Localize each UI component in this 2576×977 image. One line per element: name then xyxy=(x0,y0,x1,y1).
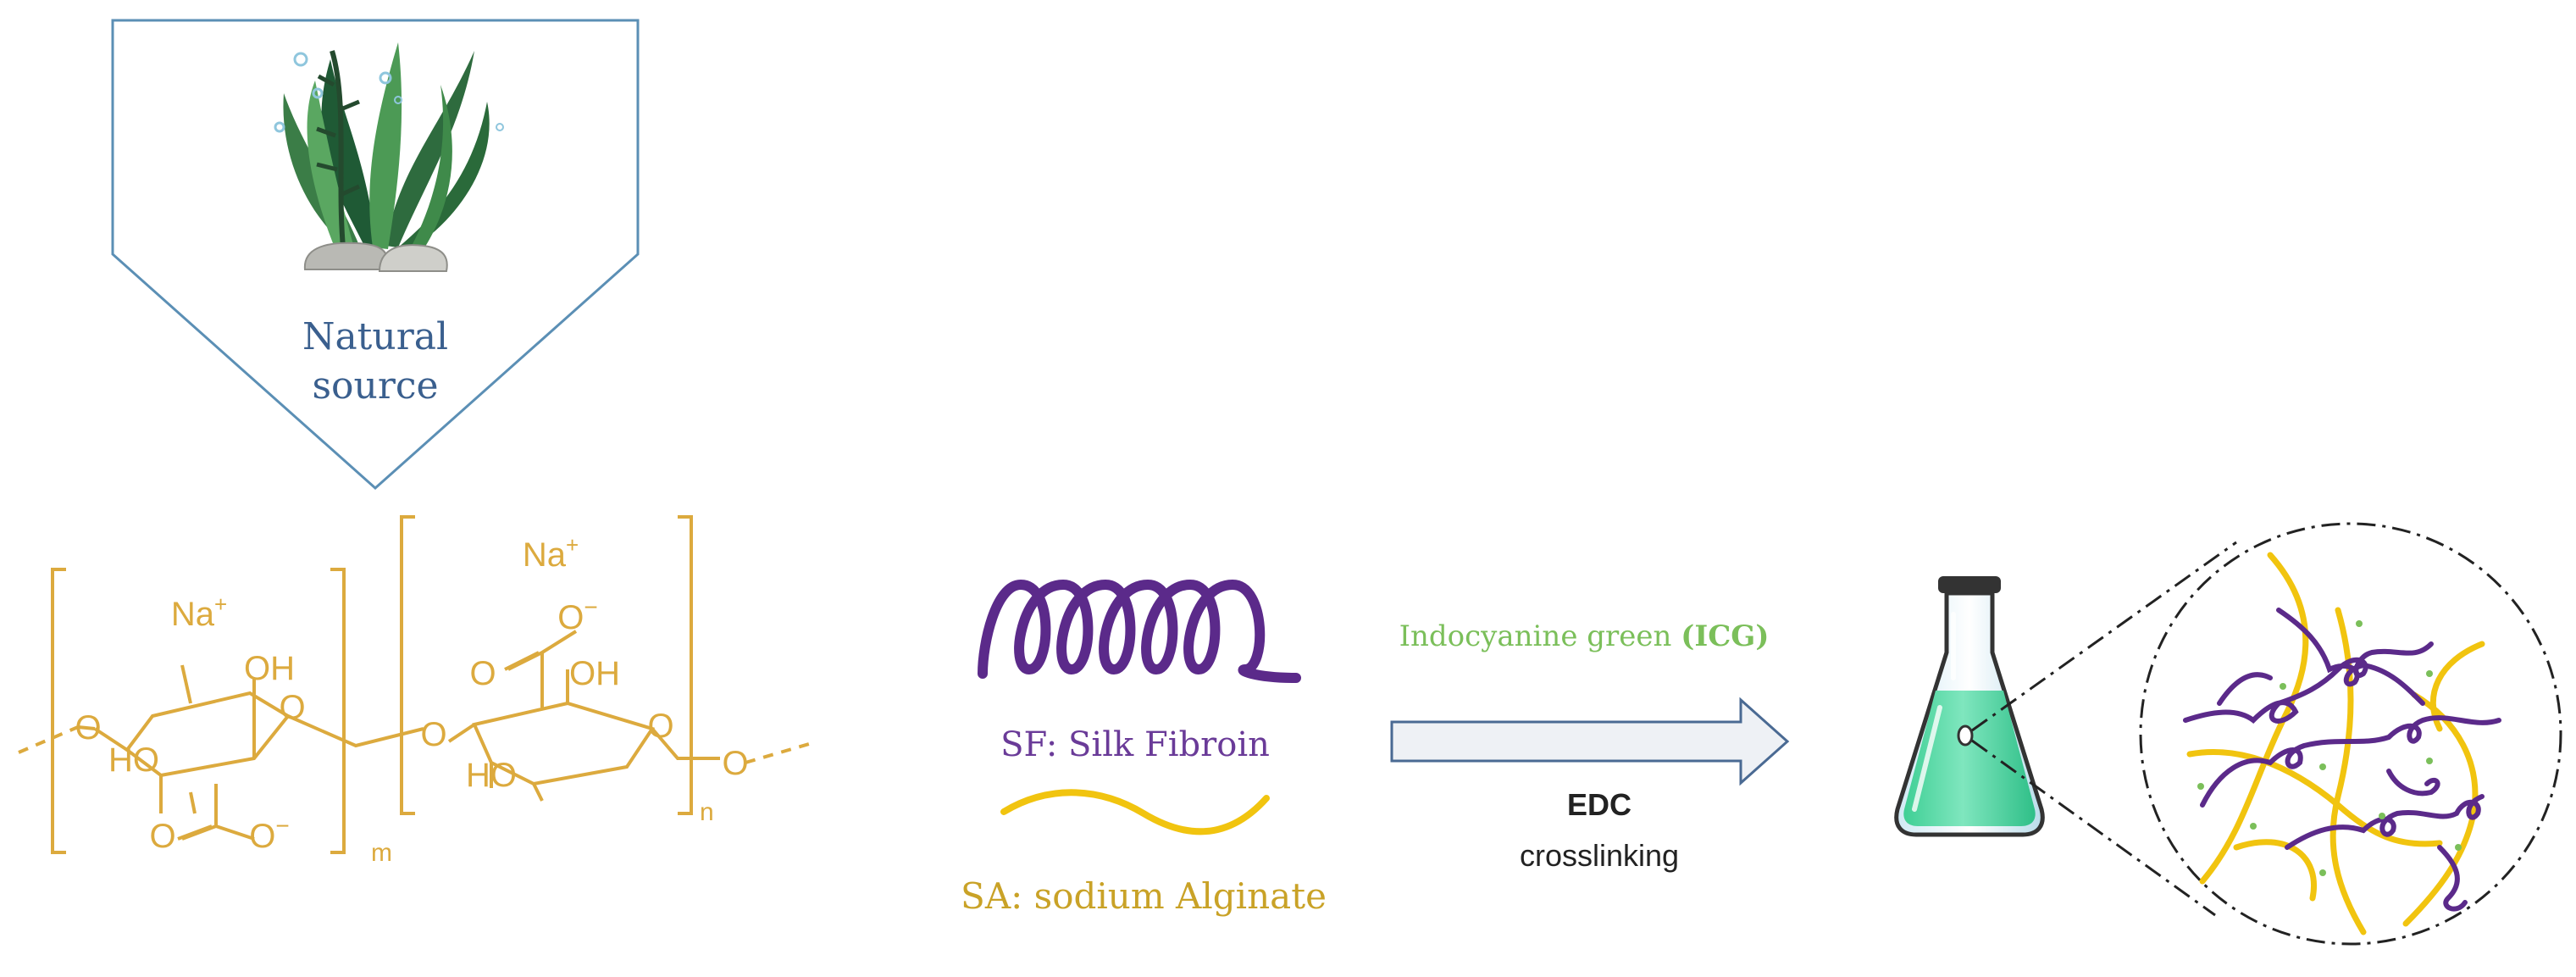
process-step: Indocyanine green (ICG) EDC crosslinking xyxy=(1390,619,1790,873)
icg-dots xyxy=(2197,620,2462,876)
natural-source-label-line2: source xyxy=(312,364,438,408)
bracket-left-open xyxy=(51,568,66,854)
atom-o-right-end: O xyxy=(722,745,748,782)
sf-strands xyxy=(2183,608,2501,912)
ring-o-left: O xyxy=(279,689,305,726)
cation-left: Na+ xyxy=(171,591,227,633)
legend-sodium-alginate: SA: sodium Alginate xyxy=(961,875,1327,917)
atom-o-left-end: O xyxy=(75,709,101,747)
crosslinking-label: crosslinking xyxy=(1520,838,1679,873)
natural-source-label-line1: Natural xyxy=(302,315,448,358)
sodium-alginate-strand-icon xyxy=(1000,789,1270,835)
alginate-structure xyxy=(18,515,810,854)
reagent-label: Indocyanine green (ICG) xyxy=(1399,619,1770,653)
cation-right: Na+ xyxy=(523,532,579,574)
hydrogel-network-zoom xyxy=(2139,522,2562,946)
group-oh-right: OH xyxy=(569,655,620,692)
zoom-lines xyxy=(1971,541,2237,917)
legend-silk-fibroin: SF: Silk Fibroin xyxy=(1000,725,1270,764)
subscript-m: m xyxy=(371,839,392,867)
carboxyl-o-left-1: O xyxy=(149,818,175,855)
group-oh-left: OH xyxy=(244,650,295,687)
carboxyl-o-right-top: O− xyxy=(557,594,597,636)
legend: SF: Silk Fibroin SA: sodium Alginate xyxy=(961,579,1327,917)
carboxyl-o-left-2: O− xyxy=(249,813,289,855)
bracket-left-close xyxy=(330,568,346,854)
flask-icon xyxy=(1894,576,2045,837)
crosslinker-label: EDC xyxy=(1567,787,1631,822)
subscript-n: n xyxy=(700,798,714,826)
carboxyl-o-right-1: O xyxy=(469,655,496,692)
group-ho-right: HO xyxy=(466,757,517,794)
alginate-labels: Na+ Na+ O OH O HO O O− O O− O OH O HO O … xyxy=(75,532,748,867)
natural-source-pentagon xyxy=(111,19,640,491)
process-arrow xyxy=(1390,697,1790,786)
ring-o-right: O xyxy=(647,708,673,745)
group-ho-left: HO xyxy=(108,741,159,779)
zoom-origin-point xyxy=(1957,724,1974,747)
bracket-right-open xyxy=(400,515,415,815)
bracket-right-close xyxy=(678,515,693,815)
chain-right-dash xyxy=(745,742,810,764)
natural-source-panel: Natural source xyxy=(111,19,640,491)
chain-left-dash xyxy=(18,725,79,754)
seaweed-icon xyxy=(274,42,504,272)
bridge-o: O xyxy=(420,716,446,753)
silk-fibroin-coil-icon xyxy=(978,579,1301,683)
